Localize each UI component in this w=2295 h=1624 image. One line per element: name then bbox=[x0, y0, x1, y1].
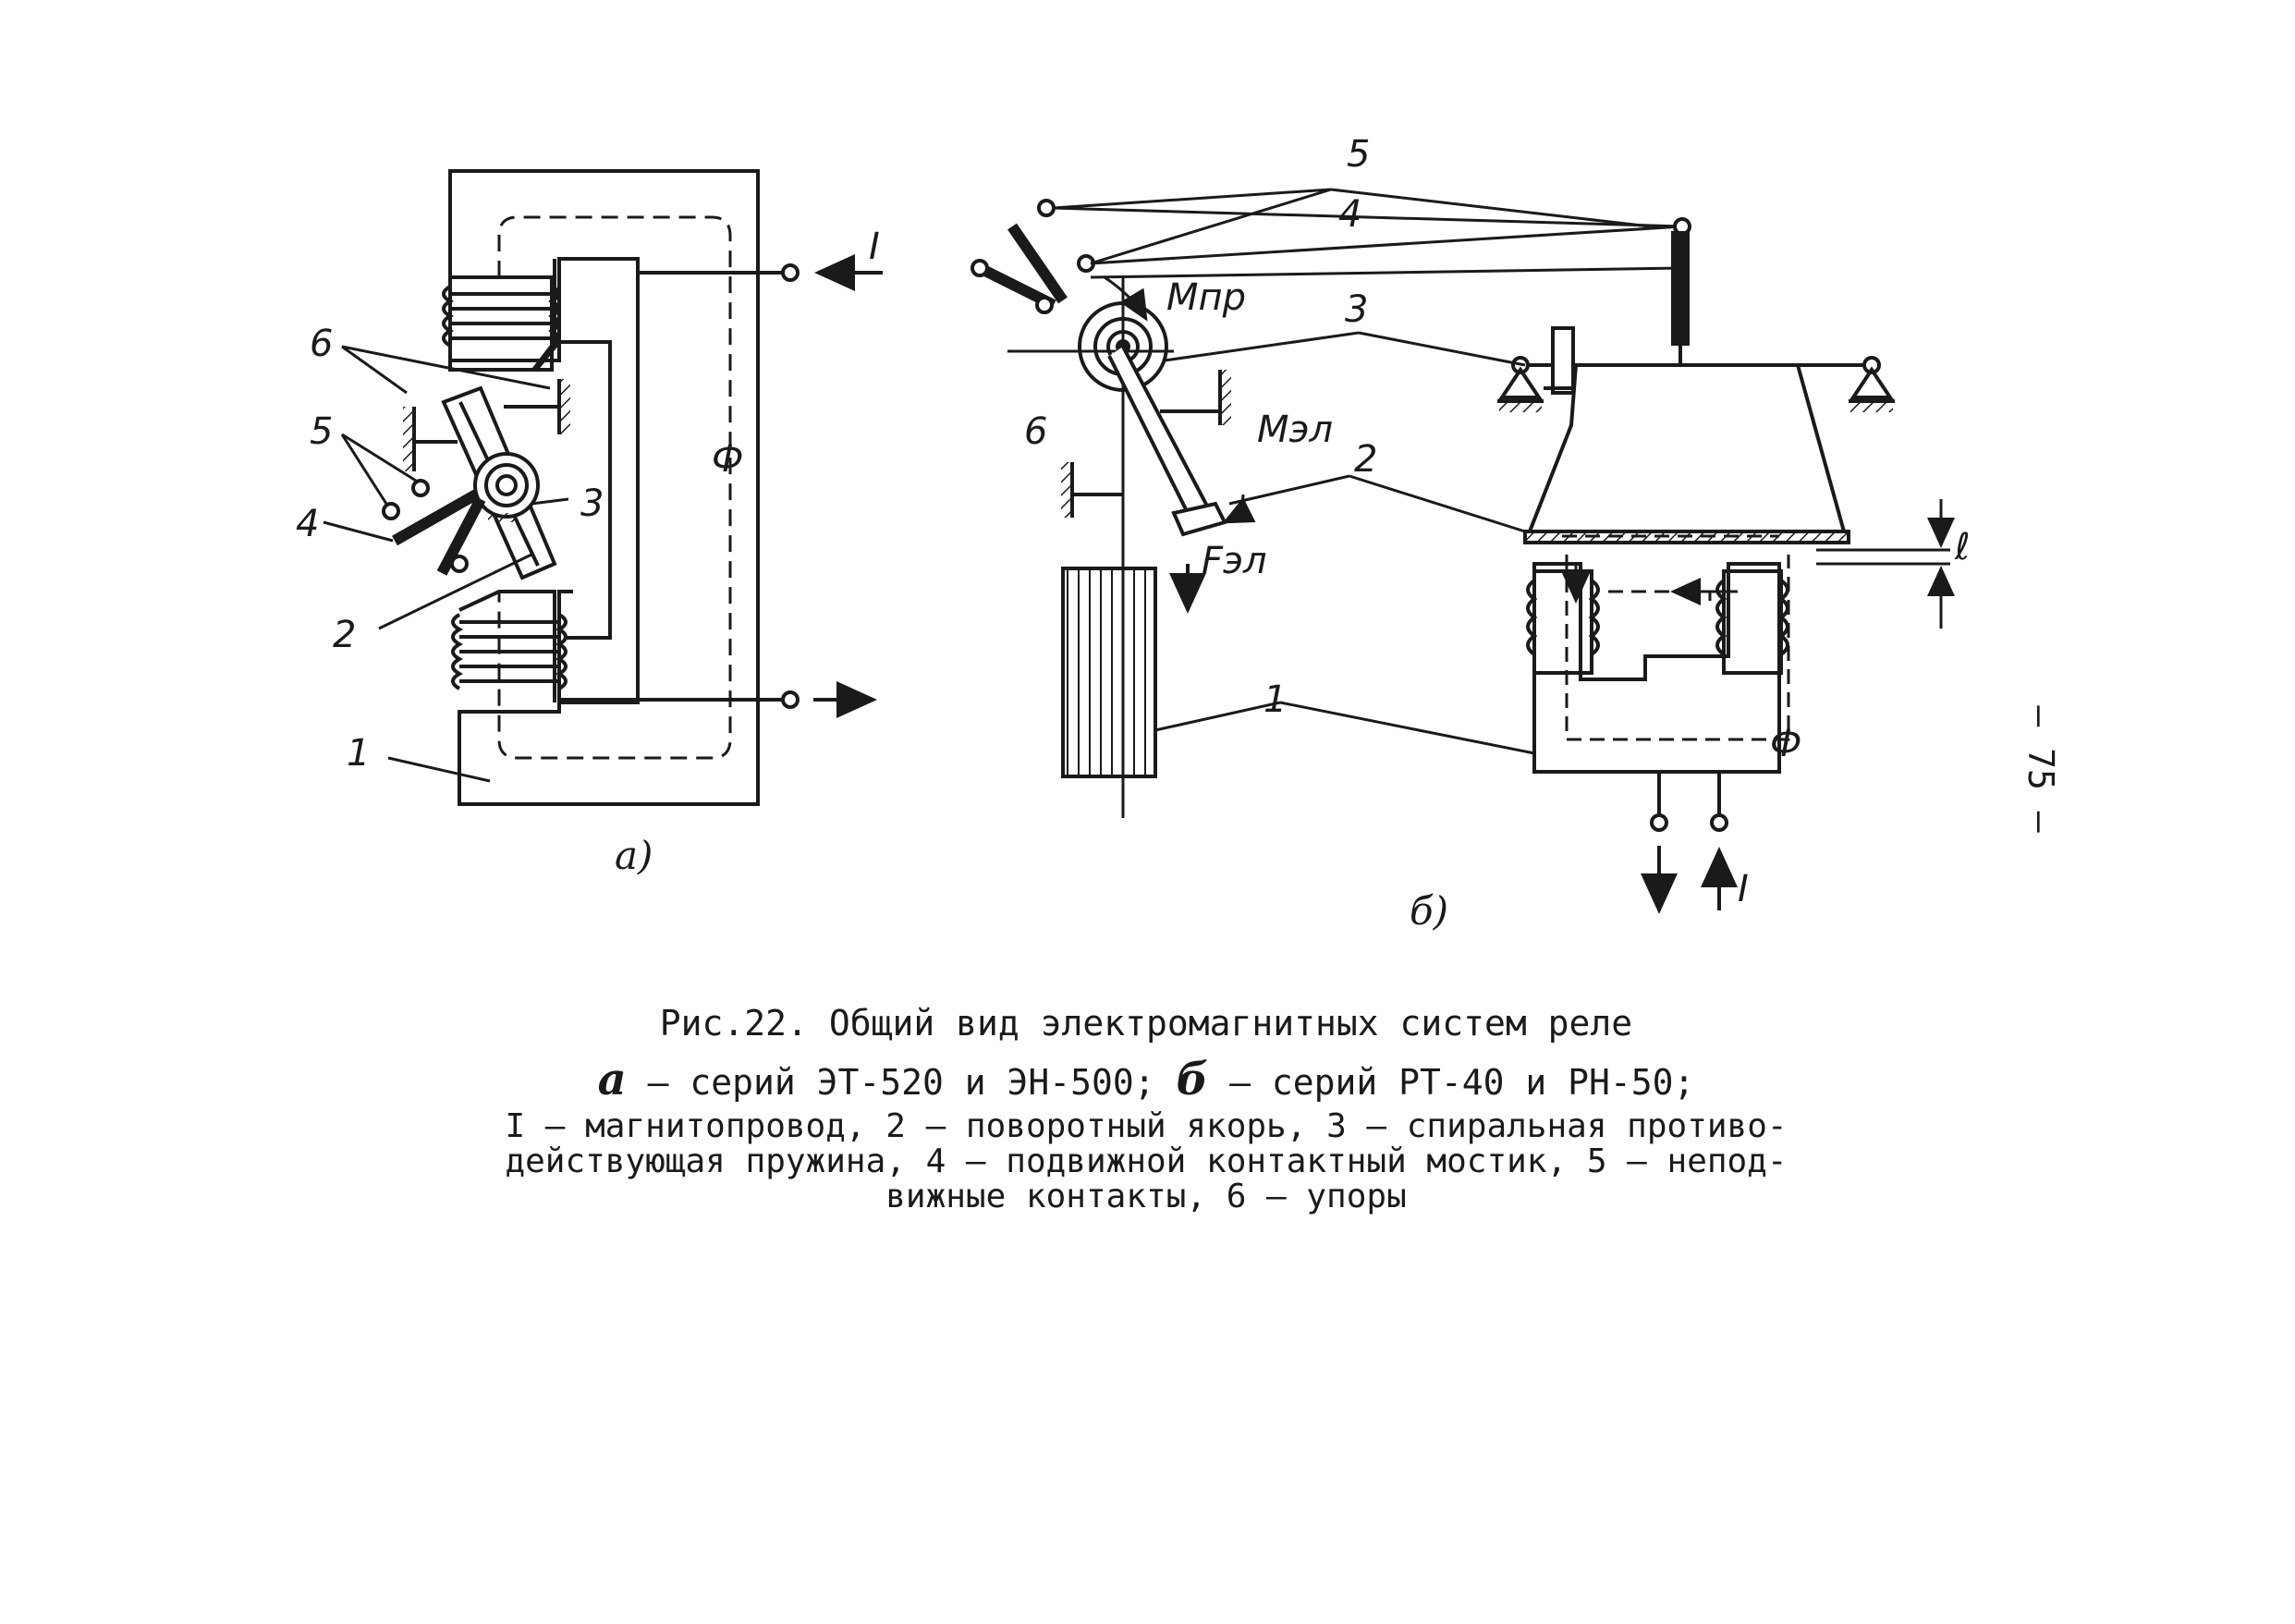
diagram-a-lower-coil bbox=[451, 613, 568, 690]
diagram-a-label-2: 2 bbox=[333, 614, 356, 656]
diagram-b-label-6: 6 bbox=[1024, 410, 1047, 453]
diagram-a-flux-path bbox=[497, 215, 732, 760]
caption-series-a-letter: а bbox=[597, 1054, 627, 1105]
diagram-a-label-6: 6 bbox=[310, 323, 333, 365]
diagram-b-coils bbox=[1526, 569, 1789, 675]
diagram-b bbox=[970, 188, 1955, 914]
diagram-a-label-3: 3 bbox=[580, 482, 604, 525]
caption-series-b-letter: б bbox=[1176, 1054, 1209, 1105]
caption-series-b: – серий РТ-40 и РН-50; bbox=[1208, 1062, 1695, 1103]
diagram-b-label-4: 4 bbox=[1338, 193, 1361, 236]
diagram-b-label-2: 2 bbox=[1354, 438, 1377, 481]
diagram-b-sublabel: б) bbox=[1410, 888, 1448, 934]
caption-legend: I – магнитопровод, 2 – поворотный якорь,… bbox=[499, 1109, 1793, 1215]
diagram-b-moment-el: Мэл bbox=[1257, 409, 1333, 451]
caption-legend-line: вижные контакты, 6 – упоры bbox=[885, 1178, 1407, 1215]
caption-series-a: – серий ЭТ-520 и ЭН-500; bbox=[626, 1062, 1177, 1103]
diagram-b-armature bbox=[1527, 363, 1847, 533]
diagram-a-label-4: 4 bbox=[296, 503, 319, 545]
diagram-a-fixed-contact bbox=[382, 502, 400, 520]
diagram-b-flux-label: Ф bbox=[1770, 723, 1801, 765]
diagram-a-stops bbox=[403, 379, 570, 522]
diagram-a-flux-label: Ф bbox=[712, 438, 743, 481]
diagram-b-label-3: 3 bbox=[1345, 288, 1368, 331]
diagram-b-label-5: 5 bbox=[1347, 133, 1370, 176]
diagram-a-upper-coil bbox=[442, 275, 560, 372]
diagram-a-sublabel: а) bbox=[615, 833, 653, 878]
caption-legend-line: I – магнитопровод, 2 – поворотный якорь,… bbox=[505, 1107, 1788, 1145]
diagram-a-label-5: 5 bbox=[310, 410, 333, 453]
diagram-a-contact-bridge bbox=[392, 489, 479, 546]
diagram-b-moment-spring: Мпр bbox=[1166, 276, 1246, 319]
page-number-text: – 75 – bbox=[2020, 705, 2061, 833]
diagram-a-current-label: I bbox=[869, 226, 880, 268]
diagram-a bbox=[323, 169, 883, 806]
diagram-b-force-el: Fэл bbox=[1202, 540, 1267, 582]
diagram-a-label-1: 1 bbox=[347, 732, 370, 775]
diagram-b-label-1: 1 bbox=[1263, 678, 1287, 721]
page-number: – 75 – bbox=[2004, 702, 2078, 850]
caption-legend-line: действующая пружина, 4 – подвижной конта… bbox=[505, 1142, 1788, 1180]
caption-series: а – серий ЭТ-520 и ЭН-500; б – серий РТ-… bbox=[444, 1054, 1849, 1105]
diagram-b-gap-label: ℓ bbox=[1954, 526, 1971, 568]
diagram-b-current-label: I bbox=[1738, 868, 1749, 910]
diagram-b-magnetic-core bbox=[1532, 562, 1781, 774]
diagram-b-coil-core bbox=[1061, 567, 1157, 778]
caption-title: Рис.22. Общий вид электромагнитных систе… bbox=[659, 1003, 1633, 1044]
